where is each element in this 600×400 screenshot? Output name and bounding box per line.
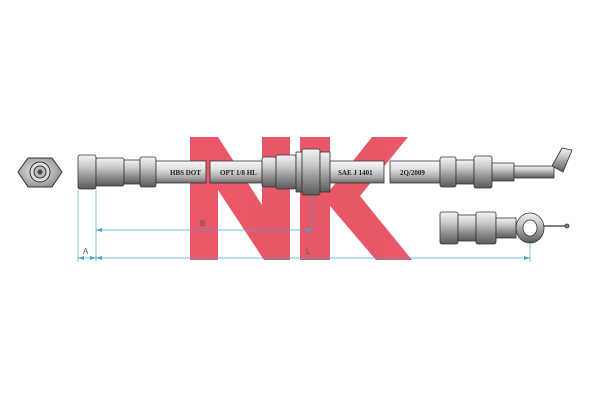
dimension-label-b: B <box>200 219 205 228</box>
dimension-label-a: A <box>83 247 89 256</box>
fitting-end-view <box>17 157 63 188</box>
hose-marking-2: OPT 1/8 HL <box>220 169 257 177</box>
hose-assembly <box>77 147 573 196</box>
hose-marking-1: HBS DOT <box>170 169 201 177</box>
dimension-label-l: L <box>306 247 311 256</box>
banjo-fitting-view <box>439 211 570 245</box>
hose-marking-4: 2Q/2009 <box>400 169 425 177</box>
dimension-lines <box>77 190 531 262</box>
hose-marking-3: SAE J 1401 <box>338 169 373 177</box>
dimension-arrows <box>78 228 530 260</box>
